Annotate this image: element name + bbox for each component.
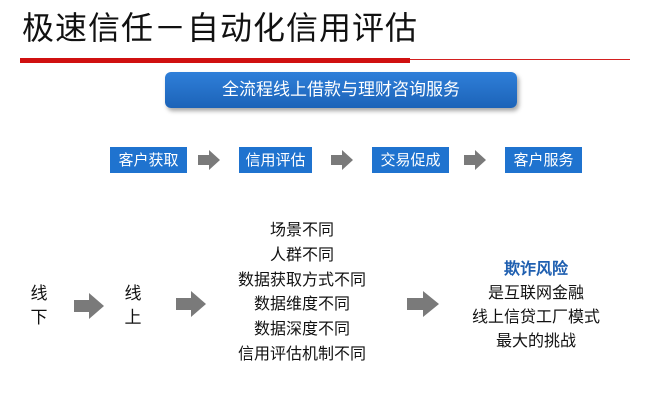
difference-item: 信用评估机制不同 — [237, 343, 366, 363]
right-arrow-icon — [331, 150, 353, 170]
right-arrow-icon — [407, 291, 439, 317]
right-arrow-icon — [176, 291, 206, 317]
difference-item: 数据获取方式不同 — [237, 269, 366, 289]
difference-item: 数据深度不同 — [253, 319, 350, 339]
right-arrow-icon — [198, 150, 220, 170]
difference-item: 场景不同 — [269, 220, 334, 239]
right-arrow-icon — [464, 150, 486, 170]
online-label: 线 上 — [124, 284, 142, 328]
step-customer-service: 客户服务 — [505, 147, 582, 173]
difference-item: 人群不同 — [269, 244, 334, 264]
differences-list: 场景不同 人群不同 数据获取方式不同 数据维度不同 数据深度不同 信用评估机制不… — [222, 218, 382, 367]
risk-line: 线上信贷工厂模式 — [471, 307, 600, 326]
offline-label: 线 下 — [30, 284, 48, 328]
service-banner: 全流程线上借款与理财咨询服务 — [165, 72, 517, 108]
difference-item: 数据维度不同 — [253, 294, 350, 314]
step-customer-acquisition: 客户获取 — [110, 147, 187, 173]
right-arrow-icon — [74, 293, 104, 319]
step-transaction-facilitation: 交易促成 — [372, 147, 449, 173]
risk-line: 是互联网金融 — [487, 283, 584, 302]
step-credit-assessment: 信用评估 — [239, 147, 312, 173]
fraud-risk-block: 欺诈风险 是互联网金融 线上信贷工厂模式 最大的挑战 — [452, 257, 620, 353]
risk-line: 最大的挑战 — [495, 331, 576, 350]
slide-title: 极速信任－自动化信用评估 — [22, 9, 419, 47]
title-divider-accent — [20, 58, 410, 63]
risk-title: 欺诈风险 — [503, 259, 568, 278]
